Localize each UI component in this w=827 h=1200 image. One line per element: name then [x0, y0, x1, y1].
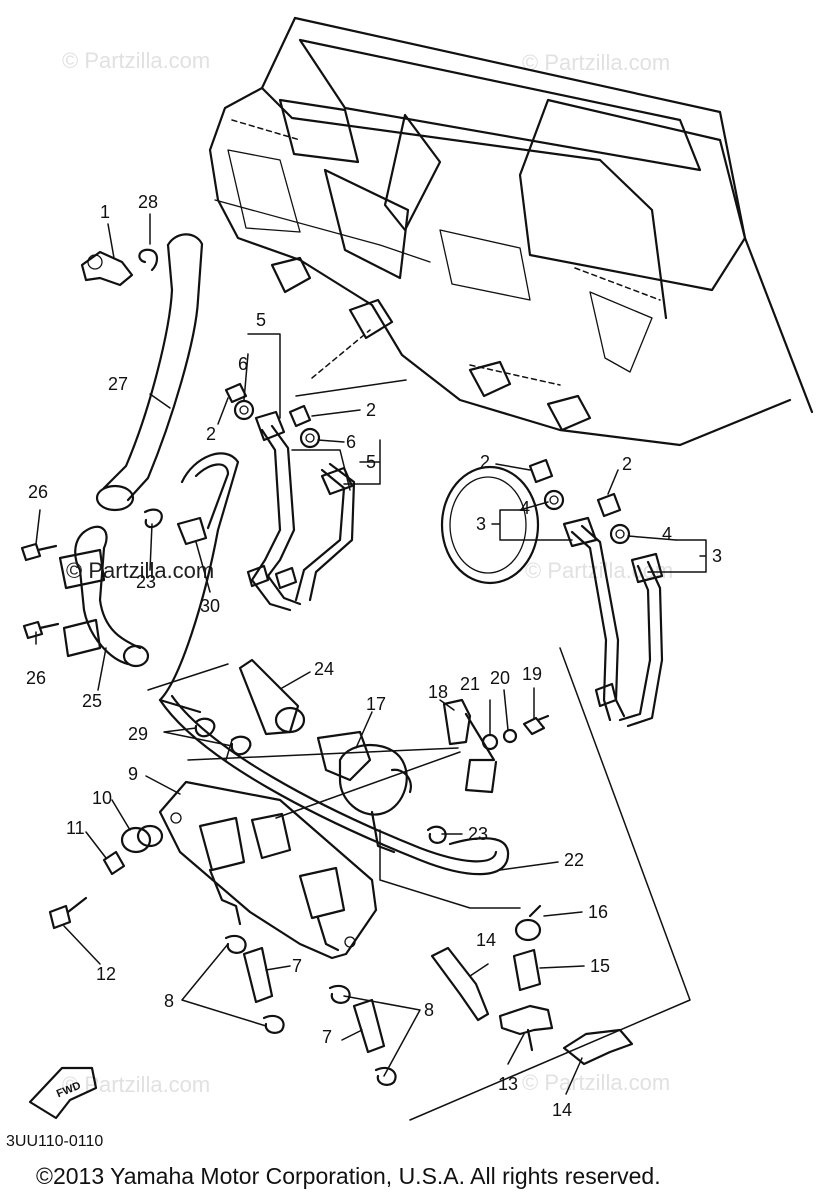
- callout-5-mid: 5: [366, 452, 376, 472]
- part-13-tee-joint: [498, 1004, 554, 1052]
- callout-18: 18: [428, 682, 448, 702]
- part-6-clamps: [233, 399, 321, 449]
- watermark-bottom-right: © Partzilla.com: [522, 1070, 670, 1095]
- callout-10: 10: [92, 788, 112, 808]
- part-17-air-cut-valve: [316, 730, 412, 854]
- part-27-hose: [95, 233, 204, 512]
- callout-27: 27: [108, 374, 128, 394]
- callout-3-right: 3: [712, 546, 722, 566]
- callout-23-right: 23: [468, 824, 488, 844]
- callout-15: 15: [590, 956, 610, 976]
- part-2-caps-center: [224, 382, 312, 428]
- callout-3-left: 3: [476, 514, 486, 534]
- callout-4-right: 4: [662, 524, 672, 544]
- part-9-reed-valve-plate: [158, 780, 378, 960]
- part-19-bolt: [522, 714, 550, 736]
- part-21-washer: [481, 733, 499, 751]
- callout-16: 16: [588, 902, 608, 922]
- watermark-top-right: © Partzilla.com: [522, 50, 670, 75]
- part-23-clip-left: [143, 508, 163, 529]
- part-3-hose-assembly-right: [562, 516, 664, 728]
- part-11-collar: [102, 850, 126, 876]
- callout-2-mid: 2: [366, 400, 376, 420]
- part-25-pipe: [58, 525, 150, 668]
- part-18-bracket: [442, 698, 498, 794]
- part-2-caps-right: [528, 458, 622, 518]
- callout-leaders: [35, 213, 707, 1095]
- part-7-hose-right: [352, 998, 386, 1054]
- callout-8-left: 8: [164, 991, 174, 1011]
- callout-14-top: 14: [476, 930, 496, 950]
- part-26-bolt-top: [20, 542, 58, 562]
- callout-17: 17: [366, 694, 386, 714]
- callout-5-top: 5: [256, 310, 266, 330]
- part-26-bolt-bottom: [22, 620, 60, 640]
- part-7-hose-left: [242, 946, 274, 1004]
- part-10-grommet: [120, 824, 164, 854]
- engine-head-outline: [208, 16, 814, 585]
- callout-13: 13: [498, 1074, 518, 1094]
- callout-7-right: 7: [322, 1027, 332, 1047]
- callout-2-top-left: 2: [206, 424, 216, 444]
- part-8-clips-right: [328, 984, 397, 1086]
- part-16-clip: [514, 904, 542, 942]
- callout-7-left: 7: [292, 956, 302, 976]
- callout-26-top: 26: [28, 482, 48, 502]
- callout-11: 11: [66, 818, 85, 838]
- callout-1: 1: [100, 202, 110, 222]
- part-8-clips-left: [224, 934, 285, 1034]
- callout-2-right-a: 2: [480, 452, 490, 472]
- callout-8-right: 8: [424, 1000, 434, 1020]
- callout-9: 9: [128, 764, 138, 784]
- watermark-top-left: © Partzilla.com: [62, 48, 210, 73]
- part-28-hose-clip: [138, 248, 159, 272]
- copyright-notice: ©2013 Yamaha Motor Corporation, U.S.A. A…: [36, 1163, 661, 1189]
- callout-29: 29: [128, 724, 148, 744]
- callout-21: 21: [460, 674, 480, 694]
- callout-30: 30: [200, 596, 220, 616]
- part-29-clips: [194, 717, 252, 756]
- callout-12: 12: [96, 964, 116, 984]
- diagram-code: 3UU110-0110: [6, 1133, 103, 1150]
- callout-2-right-b: 2: [622, 454, 632, 474]
- callout-14-bottom: 14: [552, 1100, 572, 1120]
- callout-25: 25: [82, 691, 102, 711]
- part-20-washer: [502, 728, 518, 744]
- callout-23-left: 23: [136, 572, 156, 592]
- part-30-hose: [158, 452, 240, 714]
- callout-24: 24: [314, 659, 334, 679]
- assembly-leader-lines: [147, 379, 691, 1121]
- callout-6-top: 6: [238, 354, 248, 374]
- callout-22: 22: [564, 850, 584, 870]
- part-1-elbow-fitting: [80, 250, 134, 287]
- part-15-hose: [512, 948, 542, 992]
- callout-6-mid: 6: [346, 432, 356, 452]
- part-12-bolt: [48, 896, 88, 930]
- callout-4-left: 4: [520, 498, 530, 518]
- part-14-hose-top: [430, 946, 490, 1022]
- callout-28: 28: [138, 192, 158, 212]
- part-24-hose: [238, 658, 306, 736]
- part-4-clamps: [543, 489, 631, 545]
- callout-20: 20: [490, 668, 510, 688]
- callout-26-bottom: 26: [26, 668, 46, 688]
- callout-19: 19: [522, 664, 542, 684]
- part-23-clip-right: [426, 825, 447, 844]
- watermark-middle-left: © Partzilla.com: [66, 558, 214, 583]
- part-22-hose: [158, 694, 510, 876]
- part-14-hose-bottom: [562, 1028, 634, 1066]
